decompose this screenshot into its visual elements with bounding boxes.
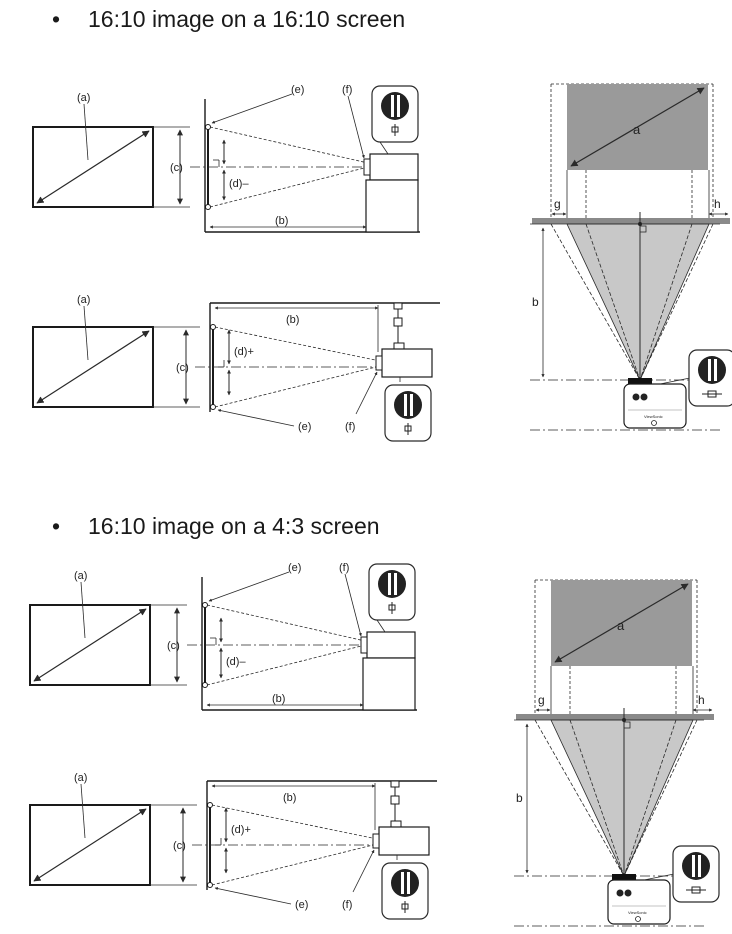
brand-label: ViewSonic	[628, 910, 647, 915]
side-view-floor-mount-1: (a) (e) (f) (c) (d)– (b)	[33, 84, 420, 232]
label-a: (a)	[74, 570, 87, 582]
label-h: h	[714, 197, 721, 211]
label-c: (c)	[176, 362, 189, 374]
label-d-minus: (d)–	[229, 178, 249, 190]
label-b: b	[516, 791, 523, 805]
label-e: (e)	[288, 562, 301, 574]
side-view-floor-mount-2: (a) (e) (f) (c) (d)– (b)	[30, 562, 417, 710]
label-c: (c)	[173, 840, 186, 852]
label-a: a	[617, 618, 625, 633]
label-e: (e)	[295, 899, 308, 911]
label-b: (b)	[272, 693, 285, 705]
label-d-plus: (d)+	[231, 824, 251, 836]
label-h: h	[698, 693, 705, 707]
label-d-plus: (d)+	[234, 346, 254, 358]
label-c: (c)	[167, 640, 180, 652]
brand-label: ViewSonic	[644, 414, 663, 419]
label-a: (a)	[74, 772, 87, 784]
label-b: b	[532, 295, 539, 309]
label-f: (f)	[342, 84, 352, 96]
label-c: (c)	[170, 162, 183, 174]
label-e: (e)	[298, 421, 311, 433]
top-view-2: a g h b ViewSonic	[514, 580, 719, 926]
label-f: (f)	[339, 562, 349, 574]
side-view-ceiling-mount-2: (a) (b) (c) (d)+ (e) (f)	[30, 772, 437, 919]
label-f: (f)	[345, 421, 355, 433]
label-b: (b)	[275, 215, 288, 227]
label-b: (b)	[283, 792, 296, 804]
top-view-1: a g h b ViewSonic	[530, 84, 732, 430]
label-a: a	[633, 122, 641, 137]
label-d-minus: (d)–	[226, 656, 246, 668]
label-f: (f)	[342, 899, 352, 911]
section-heading-4-3-screen: •16:10 image on a 4:3 screen	[52, 513, 380, 539]
side-view-ceiling-mount-1: (a) (b) (c) (d)+ (e) (f)	[33, 294, 440, 441]
label-e: (e)	[291, 84, 304, 96]
section-heading-16-10-screen: •16:10 image on a 16:10 screen	[52, 6, 406, 32]
label-g: g	[538, 693, 545, 707]
label-b: (b)	[286, 314, 299, 326]
label-g: g	[554, 197, 561, 211]
label-a: (a)	[77, 92, 90, 104]
label-a: (a)	[77, 294, 90, 306]
